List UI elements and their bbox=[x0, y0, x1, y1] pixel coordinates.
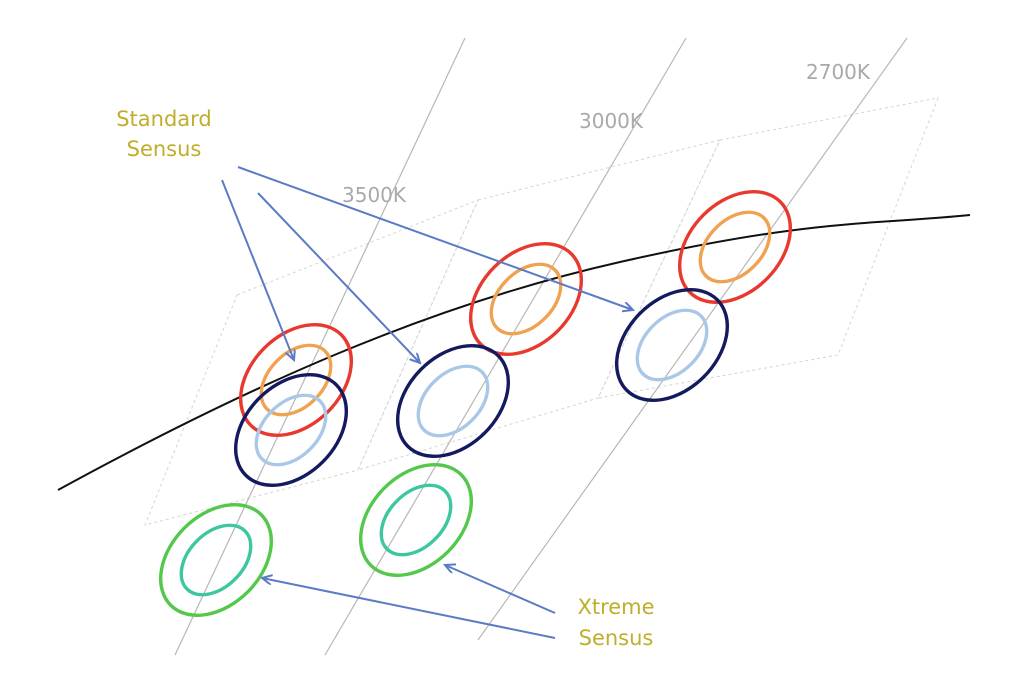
cct-label-3500k: 3500K bbox=[342, 183, 407, 207]
outer-ellipse bbox=[238, 322, 354, 438]
label-standard-sensus: Standard Sensus bbox=[116, 107, 212, 161]
bin-box-3000k bbox=[357, 139, 721, 471]
outer-ellipse bbox=[677, 189, 793, 305]
isotemperature-lines bbox=[174, 37, 908, 656]
pointer-arrows bbox=[221, 166, 633, 639]
label-standard-line2: Sensus bbox=[127, 137, 202, 161]
ellipse-pair-3000k-cool bbox=[395, 343, 511, 459]
label-standard-line1: Standard bbox=[116, 107, 212, 131]
arrow-standard-to-2700k bbox=[237, 166, 633, 310]
ellipse-pair-2700k-cool bbox=[614, 287, 730, 403]
label-xtreme-line1: Xtreme bbox=[577, 595, 654, 619]
outer-ellipse bbox=[358, 462, 474, 578]
ellipse-pair-3500k-cool bbox=[233, 372, 349, 488]
arrow-xtreme-to-3000k bbox=[445, 565, 556, 614]
arrow-standard-to-3500k bbox=[221, 179, 294, 360]
ellipse-pair-2700k-warm bbox=[677, 189, 793, 305]
ellipse-pair-3500k-xtreme bbox=[158, 502, 274, 618]
label-xtreme-sensus: Xtreme Sensus bbox=[577, 595, 654, 650]
isoline-right bbox=[477, 37, 908, 641]
warm-ellipses bbox=[238, 189, 793, 438]
inner-ellipse bbox=[179, 523, 253, 597]
bin-boxes bbox=[144, 97, 939, 526]
outer-ellipse bbox=[614, 287, 730, 403]
inner-ellipse bbox=[635, 308, 709, 382]
ellipse-pair-3000k-xtreme bbox=[358, 462, 474, 578]
arrow-xtreme-to-3500k bbox=[262, 578, 556, 639]
cct-label-3000k: 3000K bbox=[579, 109, 644, 133]
cct-label-2700k: 2700K bbox=[806, 60, 871, 84]
isoline-middle bbox=[324, 37, 687, 656]
ellipse-pair-3500k-warm bbox=[238, 322, 354, 438]
outer-ellipse bbox=[395, 343, 511, 459]
ellipse-pair-3000k-warm bbox=[468, 241, 584, 357]
xtreme-ellipses bbox=[158, 462, 474, 618]
outer-ellipse bbox=[468, 241, 584, 357]
inner-ellipse bbox=[489, 262, 563, 336]
label-xtreme-line2: Sensus bbox=[579, 626, 654, 650]
blackbody-locus bbox=[57, 214, 971, 491]
arrow-standard-to-3000k bbox=[257, 192, 420, 363]
outer-ellipse bbox=[158, 502, 274, 618]
outer-ellipse bbox=[233, 372, 349, 488]
inner-ellipse bbox=[698, 210, 772, 284]
bin-box-3500k bbox=[144, 199, 479, 526]
inner-ellipse bbox=[254, 393, 328, 467]
bin-box-2700k bbox=[597, 97, 939, 399]
